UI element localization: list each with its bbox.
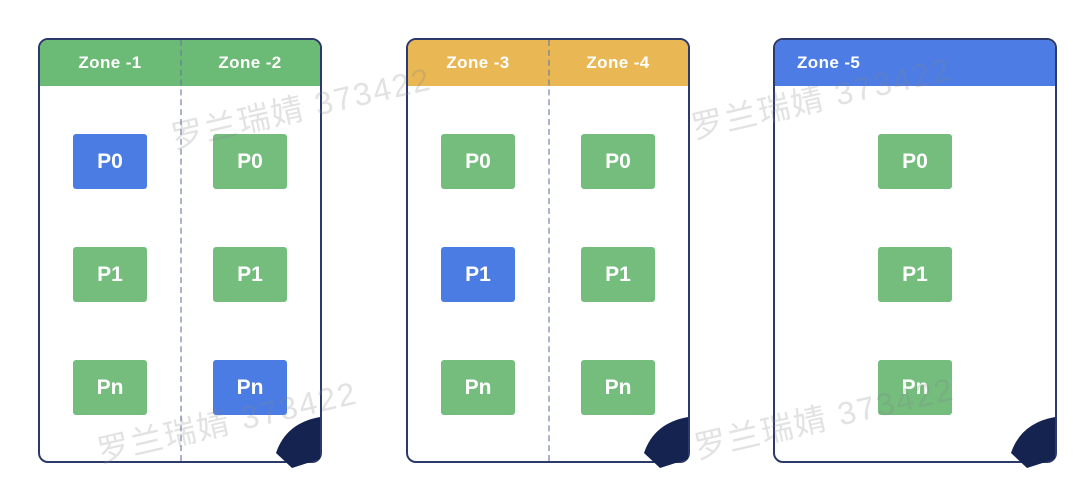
zone-5-column: P0 P1 Pn	[775, 86, 1055, 461]
zone-columns: P0 P1 Pn P0 P1 Pn	[408, 86, 688, 461]
partition-box: P0	[581, 134, 655, 189]
partition-box: P1	[73, 247, 147, 302]
partition-box: P0	[878, 134, 952, 189]
page-fold-shape	[276, 417, 320, 468]
zone-columns: P0 P1 Pn P0 P1 Pn	[40, 86, 320, 461]
zone-3-column: P0 P1 Pn	[408, 86, 548, 461]
zone-1-column: P0 P1 Pn	[40, 86, 180, 461]
zone-dashed-divider	[548, 40, 550, 461]
zone-columns: P0 P1 Pn	[775, 86, 1055, 461]
zone-5-header: Zone -5	[775, 40, 1055, 86]
zone-3-label: Zone -3	[446, 53, 510, 72]
zone-5-label: Zone -5	[797, 53, 861, 72]
page-fold-icon	[644, 417, 688, 468]
partition-box: P1	[581, 247, 655, 302]
page-fold-icon	[276, 417, 320, 468]
page-fold-shape	[1011, 417, 1055, 468]
partition-box: Pn	[441, 360, 515, 415]
zone-2-label: Zone -2	[218, 53, 282, 72]
zone-4-label: Zone -4	[586, 53, 650, 72]
card-zone-3-4: Zone -3 Zone -4 P0 P1 Pn P0 P1 Pn	[406, 38, 690, 468]
zone-4-column: P0 P1 Pn	[548, 86, 688, 461]
partition-box: P0	[73, 134, 147, 189]
partition-box: Pn	[878, 360, 952, 415]
partition-box: P1	[213, 247, 287, 302]
partition-box: Pn	[73, 360, 147, 415]
partition-box: P0	[441, 134, 515, 189]
partition-box: P1	[441, 247, 515, 302]
card-zone-1-2: Zone -1 Zone -2 P0 P1 Pn P0 P1 Pn	[38, 38, 322, 468]
partition-box: Pn	[581, 360, 655, 415]
partition-box: Pn	[213, 360, 287, 415]
page-fold-icon	[1011, 417, 1055, 468]
zone-2-column: P0 P1 Pn	[180, 86, 320, 461]
page-fold-shape	[644, 417, 688, 468]
zone-dashed-divider	[180, 40, 182, 461]
card-zone-5: Zone -5 P0 P1 Pn	[773, 38, 1057, 468]
partition-box: P0	[213, 134, 287, 189]
partition-box: P1	[878, 247, 952, 302]
zone-1-label: Zone -1	[78, 53, 142, 72]
